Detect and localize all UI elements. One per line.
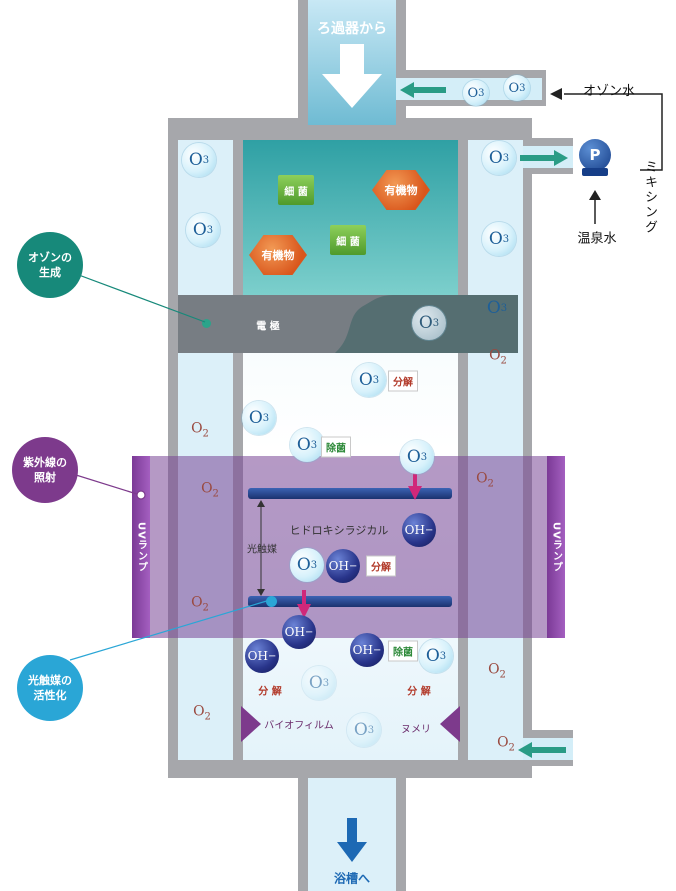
catalyst-activation-bubble: 光触媒の 活性化 bbox=[17, 655, 83, 721]
pink-arrow-icon bbox=[408, 472, 422, 500]
hydroxyl-radical: OH− bbox=[282, 615, 316, 649]
decompose-label: 分 解 bbox=[258, 686, 282, 698]
electrode-label: 電 極 bbox=[256, 321, 280, 333]
o2-molecule: O2 bbox=[497, 734, 515, 754]
hot-spring-label: 温泉水 bbox=[577, 231, 617, 247]
pump-icon: P bbox=[579, 139, 611, 171]
return-arrow-icon bbox=[518, 742, 566, 758]
o2-molecule: O2 bbox=[191, 594, 209, 614]
hydroxyl-radical: OH− bbox=[402, 513, 436, 547]
hydroxyl-label: ヒドロキシラジカル bbox=[289, 524, 389, 537]
o2-molecule: O2 bbox=[488, 661, 506, 681]
pump-base bbox=[582, 168, 608, 176]
inlet-label: ろ過器から bbox=[317, 21, 387, 37]
electrode-dot bbox=[202, 319, 211, 328]
slime-label: ヌメリ bbox=[401, 724, 431, 736]
outlet-arrow-icon bbox=[520, 150, 568, 166]
uv-band bbox=[133, 456, 565, 638]
o2-molecule: O2 bbox=[191, 420, 209, 440]
ozone-water-label: オゾン水 bbox=[583, 84, 636, 99]
hydroxyl-radical: OH− bbox=[326, 549, 360, 583]
ozone-generation-bubble: オゾンの 生成 bbox=[17, 232, 83, 298]
decompose-tag: 分解 bbox=[366, 555, 396, 577]
catalyst-dot bbox=[266, 596, 277, 607]
biofilm-triangle bbox=[241, 706, 261, 742]
sterilize-tag: 除菌 bbox=[388, 640, 418, 662]
hot-spring-arrow-icon bbox=[589, 190, 601, 224]
outlet-label: 浴槽へ bbox=[333, 871, 371, 886]
photocatalyst-bar-bottom bbox=[248, 596, 452, 607]
ozone-inlet-arrow-icon bbox=[400, 82, 446, 98]
decompose-label: 分 解 bbox=[407, 686, 431, 698]
hydroxyl-radical: OH− bbox=[245, 639, 279, 673]
uv-irradiation-bubble: 紫外線の 照射 bbox=[12, 437, 78, 503]
uv-lamp-right: UVランプ bbox=[547, 456, 565, 638]
photocatalyst-label: 光触媒 bbox=[247, 544, 277, 556]
pink-arrow-icon bbox=[297, 590, 311, 618]
inlet-arrow-icon bbox=[322, 44, 382, 108]
photocatalyst-bar-top bbox=[248, 488, 452, 499]
photocatalyst-span-icon bbox=[257, 500, 265, 596]
mixing-label: ミキシング bbox=[642, 160, 657, 235]
o2-molecule: O2 bbox=[201, 480, 219, 500]
biofilm-label: バイオフィルム bbox=[264, 720, 334, 732]
decompose-tag: 分解 bbox=[388, 370, 418, 392]
ozone-water-line bbox=[550, 88, 663, 171]
slime-triangle bbox=[440, 706, 460, 742]
down-arrow-icon bbox=[337, 818, 367, 862]
o2-molecule: O2 bbox=[193, 703, 211, 723]
o2-molecule: O2 bbox=[476, 470, 494, 490]
bacteria-box: 細 菌 bbox=[278, 175, 314, 205]
bacteria-box: 細 菌 bbox=[330, 225, 366, 255]
o2-molecule: O2 bbox=[489, 347, 507, 367]
hydroxyl-radical: OH− bbox=[350, 633, 384, 667]
sterilize-tag: 除菌 bbox=[321, 436, 351, 458]
uv-lamp-left: UVランプ bbox=[132, 456, 150, 638]
